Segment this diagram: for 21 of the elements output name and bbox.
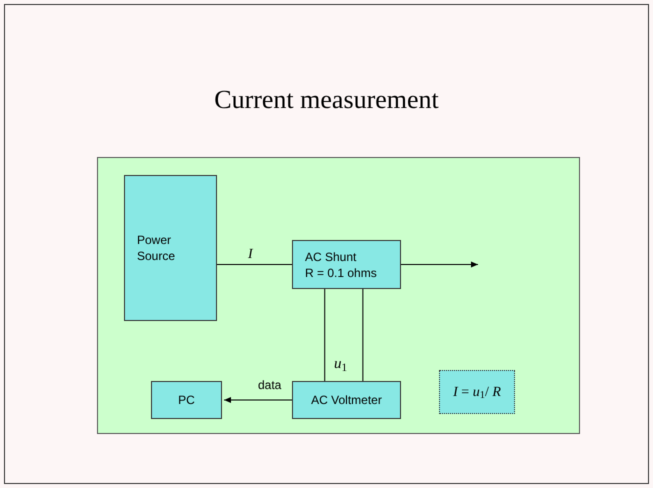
box-label: AC Voltmeter (310, 392, 383, 408)
component-box (151, 381, 222, 419)
formula-box (439, 370, 515, 414)
component-box (292, 381, 401, 419)
box-label: Power Source (137, 232, 176, 264)
panel-background (97, 157, 580, 434)
formula-text: I = u$_{1}$/ R (453, 384, 501, 402)
wire-line (324, 288, 326, 382)
arrow (224, 397, 292, 403)
box-label: AC Shunt (305, 248, 358, 264)
component-box (124, 175, 217, 321)
edge-label: data (258, 379, 282, 391)
component-box (292, 240, 401, 289)
box-label: R = 0.1 ohms (305, 264, 378, 280)
wire-line (362, 288, 364, 382)
wire-line (216, 264, 292, 265)
voltage-label: u$_{1}$ (334, 357, 348, 372)
edge-label: I (248, 248, 253, 262)
arrow (400, 262, 478, 268)
title: Current measurement (213, 84, 440, 116)
box-label: PC (177, 392, 196, 408)
